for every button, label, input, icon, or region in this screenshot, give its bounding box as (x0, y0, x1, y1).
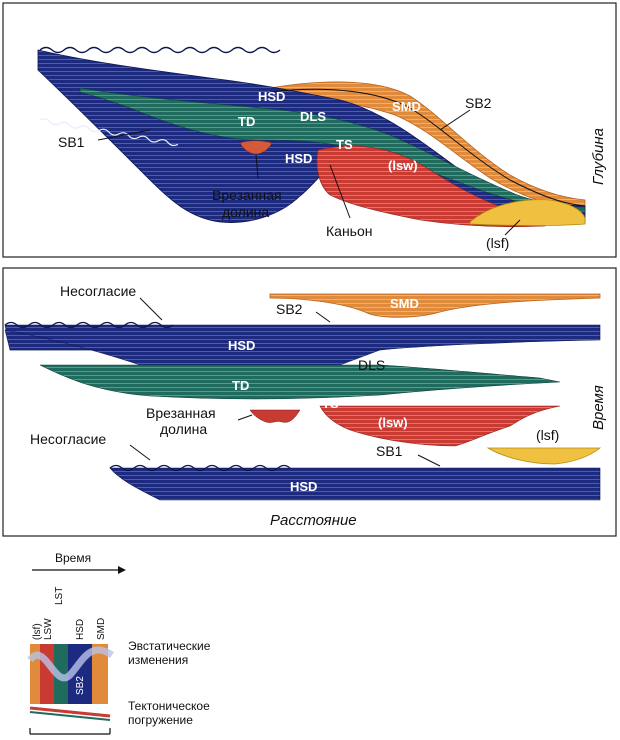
bottom-upper-unconformity (4, 321, 174, 329)
top-lsf-body (469, 199, 586, 226)
legend-eustatic-1: Эвстатические (128, 639, 211, 653)
top-label-sb1: SB1 (58, 134, 85, 150)
top-canyon-leader (329, 164, 351, 219)
top-label-sb2: SB2 (465, 95, 492, 111)
top-label-valley-1: Врезанная (212, 187, 282, 203)
bottom-lsf-body (486, 447, 602, 465)
bottom-label-sb1: SB1 (376, 443, 403, 459)
bottom-sb1-leader (417, 454, 441, 467)
legend-sb2: SB2 (75, 676, 86, 695)
bottom-label-td: TD (232, 378, 249, 393)
legend-eustatic-curve (27, 646, 114, 682)
legend-block-orange-right (92, 644, 108, 704)
bottom-label-hsd2: HSD (290, 479, 317, 494)
top-label-valley-2: долина (222, 204, 269, 220)
bottom-sb2-leader (315, 311, 331, 323)
bottom-label-dls: DLS (358, 357, 385, 373)
legend-col-smd: SMD (96, 618, 107, 640)
top-label-canyon: Каньон (326, 223, 372, 239)
legend-block-orange-left (30, 644, 40, 704)
top-label-ts: TS (336, 137, 353, 152)
legend-tectonic-line-2 (29, 711, 111, 721)
top-sb2-leader (439, 109, 471, 131)
bottom-label-smd: SMD (390, 296, 419, 311)
bottom-incised-valley-fill (249, 409, 301, 423)
bottom-label-unconf-top: Несогласие (60, 283, 136, 299)
legend-tectonic-2: погружение (128, 713, 193, 727)
top-sb1-wavy-line (39, 118, 179, 147)
bottom-label-hsd: HSD (228, 338, 255, 353)
top-label-lsw: (lsw) (388, 158, 418, 173)
bottom-label-lsf: (lsf) (536, 427, 559, 443)
bottom-label-lsw: (lsw) (378, 415, 408, 430)
bottom-td-body (39, 364, 561, 400)
bottom-unconf-top-leader (139, 297, 163, 321)
legend-col-lsw: LSW (43, 618, 54, 640)
bottom-label-unconf-bottom: Несогласие (30, 431, 106, 447)
top-incised-valley-fill (239, 140, 273, 155)
top-valley-leader (255, 154, 259, 179)
bottom-lower-unconformity (109, 464, 291, 472)
top-label-smd: SMD (392, 99, 421, 114)
bottom-axis-time: Время (590, 385, 607, 430)
bottom-smd-lens (269, 293, 601, 318)
bottom-hsd-upper (4, 324, 601, 351)
bottom-label-valley-2: долина (160, 421, 207, 437)
top-label-lsf: (lsf) (486, 235, 509, 251)
legend-col-lsf: (lsf) (32, 623, 43, 640)
bottom-axis-distance: Расстояние (270, 512, 357, 529)
legend-tectonic-line (29, 706, 111, 718)
bottom-label-valley-1: Врезанная (146, 405, 216, 421)
top-axis-depth: Глубина (590, 128, 607, 185)
bottom-label-sb2: SB2 (276, 301, 303, 317)
legend-time-arrowhead (118, 566, 126, 574)
legend-col-hsd: HSD (75, 619, 86, 640)
legend-lst: LST (54, 587, 65, 605)
top-label-td: TD (238, 114, 255, 129)
top-label-hsd: HSD (258, 89, 285, 104)
bottom-unconf-bottom-leader (129, 444, 151, 461)
bottom-label-ts: TS (322, 396, 339, 411)
legend-tectonic-1: Тектоническое (128, 699, 210, 713)
legend-eustatic-2: изменения (128, 653, 188, 667)
bottom-valley-leader (237, 414, 253, 421)
top-upper-wavy-edge (39, 46, 281, 54)
top-label-dls: DLS (300, 109, 326, 124)
top-lsf-leader (504, 219, 521, 236)
top-lsw-body (316, 145, 546, 228)
top-sb1-leader (97, 129, 151, 141)
bottom-hsd-lower (109, 467, 601, 501)
legend-time-label: Время (55, 551, 91, 565)
top-label-hsd2: HSD (285, 151, 312, 166)
bottom-lsw-body (319, 405, 561, 447)
